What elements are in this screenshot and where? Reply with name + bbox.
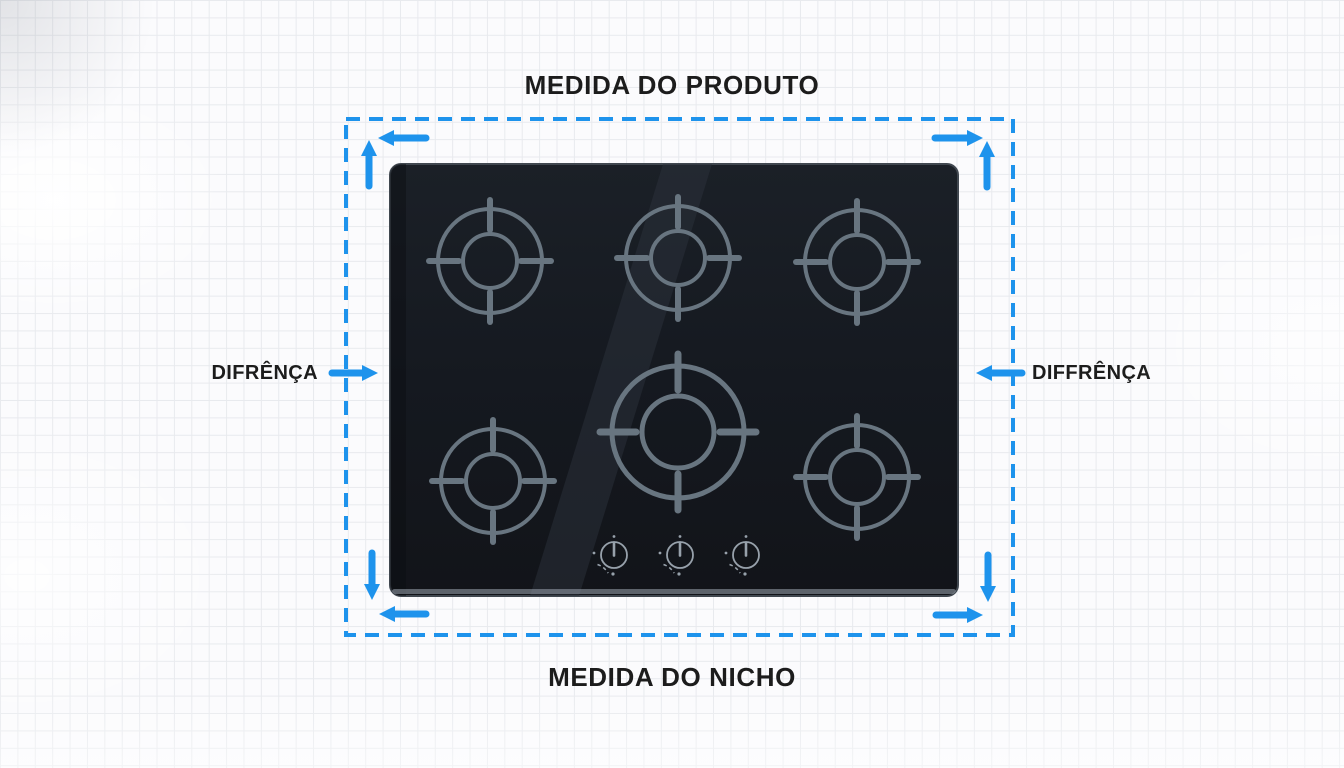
arrow-bottom-left-horizontal-icon (379, 606, 430, 622)
cooktop-panel (389, 163, 959, 597)
arrow-top-right-vertical-icon (979, 141, 995, 191)
arrow-top-left-horizontal-icon (378, 130, 430, 146)
product-measure-title: MEDIDA DO PRODUTO (524, 70, 820, 100)
arrow-bottom-left-vertical-icon (364, 549, 380, 600)
arrow-right-difference-icon (976, 365, 1026, 381)
glass-reflection-stripe (530, 164, 712, 596)
arrow-left-difference-icon (328, 365, 378, 381)
arrow-bottom-right-vertical-icon (980, 551, 996, 602)
arrow-bottom-right-horizontal-icon (932, 607, 983, 623)
arrow-top-right-horizontal-icon (931, 130, 983, 146)
panel-bottom-bevel (392, 589, 956, 594)
difference-label-right: DIFFRÊNÇA (1032, 362, 1152, 384)
niche-measure-title: MEDIDA DO NICHO (548, 662, 796, 692)
arrow-top-left-vertical-icon (361, 140, 377, 190)
difference-label-left: DIFRÊNÇA (211, 362, 318, 384)
niche-dashed-outline (344, 117, 1015, 637)
